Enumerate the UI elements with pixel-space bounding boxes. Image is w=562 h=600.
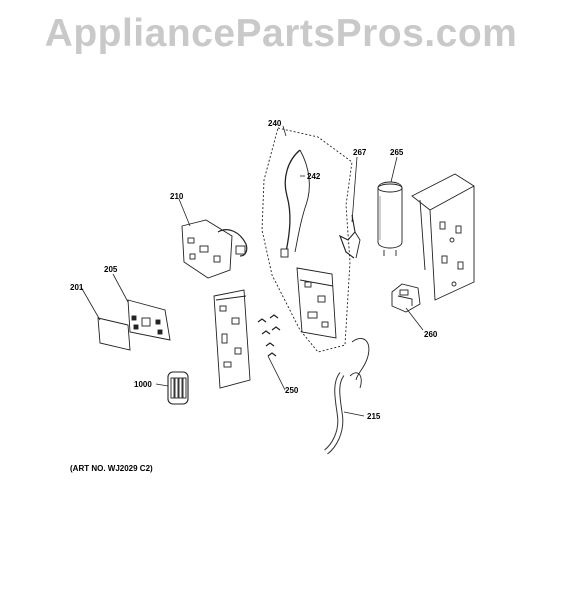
- label-242: 242: [307, 172, 321, 181]
- label-1000: 1000: [134, 380, 152, 389]
- label-215: 215: [367, 412, 381, 421]
- watermark-logo: AppliancePartsPros.com: [44, 12, 518, 55]
- capacitor-bracket: [411, 173, 475, 301]
- control-board-250: [213, 289, 251, 389]
- screws-250: [257, 314, 281, 357]
- label-267: 267: [353, 148, 367, 157]
- capacitor-265: [377, 181, 403, 256]
- wire-harness-240: [261, 127, 353, 353]
- label-250: 250: [285, 386, 299, 395]
- label-265: 265: [390, 148, 404, 157]
- relay-260: [391, 283, 421, 313]
- sensor-215: [324, 338, 370, 455]
- display-board-205: [127, 299, 171, 341]
- label-205: 205: [104, 265, 118, 274]
- pcb-210: [181, 219, 248, 279]
- label-210: 210: [170, 192, 184, 201]
- leader-lines: [80, 125, 424, 417]
- label-201: 201: [70, 283, 84, 292]
- clip-267: [338, 214, 361, 259]
- label-240: 240: [268, 119, 282, 128]
- label-260: 260: [424, 330, 438, 339]
- control-board-main: [296, 267, 337, 339]
- cover-plate-201: [97, 317, 131, 351]
- art-number-caption: (ART NO. WJ2029 C2): [70, 464, 153, 473]
- remote-control-1000: [167, 371, 189, 405]
